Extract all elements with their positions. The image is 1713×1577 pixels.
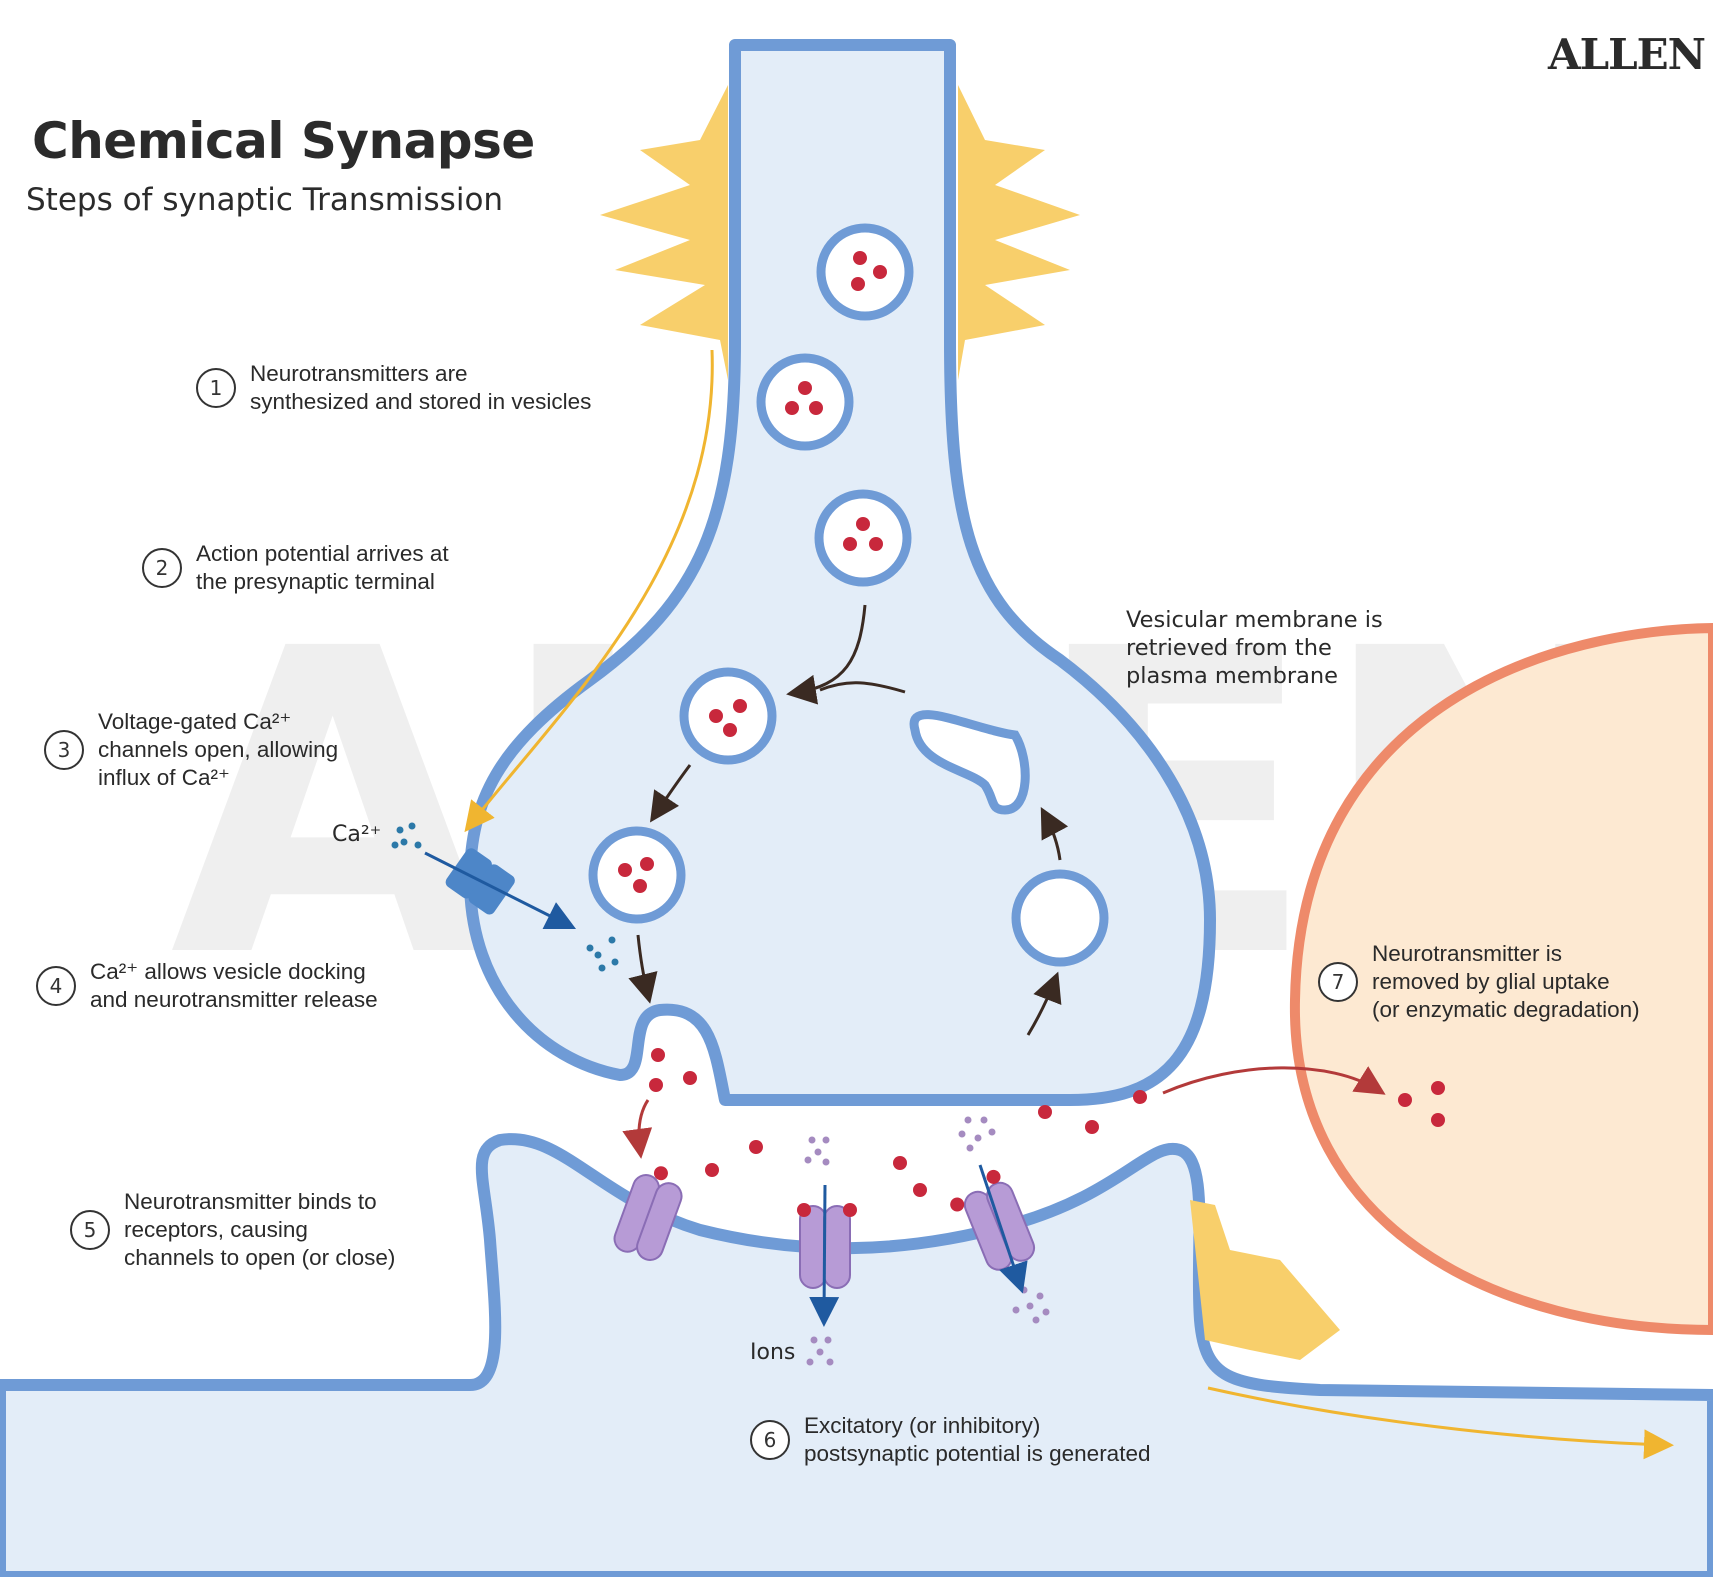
step-text: Voltage-gated Ca²⁺ channels open, allowi… (98, 709, 339, 790)
vesicle (814, 489, 912, 587)
step-number: 3 (44, 730, 84, 770)
arrow-vesicle-move (628, 934, 658, 1004)
step-4: 4 Ca²⁺ allows vesicle docking and neurot… (36, 958, 378, 1014)
neurotransmitter-cleft (649, 1048, 1147, 1197)
step-text: Ca²⁺ allows vesicle docking and neurotra… (90, 959, 378, 1012)
vesicle (816, 223, 914, 321)
page-subtitle: Steps of synaptic Transmission (26, 182, 504, 218)
postsynaptic-potential-arrow (1207, 1386, 1674, 1460)
step-2: 2 Action potential arrives at the presyn… (142, 540, 449, 596)
step-number: 7 (1318, 962, 1358, 1002)
step-7: 7 Neurotransmitter is removed by glial u… (1318, 940, 1640, 1024)
step-6: 6 Excitatory (or inhibitory) postsynapti… (750, 1412, 1150, 1468)
ion-flow-arrow (809, 1184, 840, 1327)
neurotransmitter-uptake (1398, 1081, 1445, 1127)
retrieval-note: Vesicular membrane is retrieved from the… (1126, 607, 1383, 689)
ion-flow-arrow (978, 1164, 1028, 1294)
glial-uptake-arrow (1162, 1066, 1386, 1095)
step-1: 1 Neurotransmitters are synthesized and … (196, 360, 591, 416)
receptor-right (950, 1169, 1036, 1271)
calcium-ions-inside (586, 936, 619, 972)
step-number: 4 (36, 966, 76, 1006)
step-text: Excitatory (or inhibitory) postsynaptic … (804, 1413, 1151, 1466)
step-text: Neurotransmitter is removed by glial upt… (1372, 941, 1640, 1022)
ions-label: Ions (750, 1340, 796, 1365)
step-text: Neurotransmitter binds to receptors, cau… (124, 1189, 396, 1270)
arrow-vesicle-move (650, 764, 692, 823)
action-potential-arrow (464, 349, 714, 833)
arrow-vesicle-move (1040, 807, 1069, 861)
ions-cleft (804, 1116, 996, 1166)
glial-cell (1289, 622, 1713, 1336)
vesicle (588, 826, 686, 924)
retrieved-membrane (909, 710, 1030, 815)
recycled-vesicle (1011, 869, 1109, 967)
vesicle (679, 667, 777, 765)
calcium-influx-arrow (424, 851, 577, 930)
step-number: 2 (142, 548, 182, 588)
calcium-ions-outside (391, 822, 422, 849)
arrow-vesicle-move (1026, 971, 1062, 1036)
page-title: Chemical Synapse (32, 112, 535, 170)
arrow-vesicle-move (786, 604, 867, 705)
action-potential-burst-right (958, 85, 1080, 380)
vesicle (756, 353, 854, 451)
brand-logo: ALLEN (1548, 30, 1706, 79)
arrow-vesicle-move (819, 681, 906, 694)
step-3: 3 Voltage-gated Ca²⁺ channels open, allo… (44, 708, 338, 792)
step-number: 1 (196, 368, 236, 408)
postsynaptic-neuron (0, 1133, 1713, 1577)
action-potential-burst-left (600, 85, 728, 380)
ions-inside (806, 1286, 1050, 1366)
binding-arrow (622, 1099, 653, 1159)
step-text: Neurotransmitters are synthesized and st… (250, 361, 592, 414)
step-number: 5 (70, 1210, 110, 1250)
step-5: 5 Neurotransmitter binds to receptors, c… (70, 1188, 395, 1272)
receptor-left (613, 1166, 683, 1261)
receptor-middle (797, 1203, 857, 1289)
postsynaptic-potential-burst (1190, 1200, 1340, 1360)
step-text: Action potential arrives at the presynap… (196, 541, 449, 594)
step-number: 6 (750, 1420, 790, 1460)
calcium-label: Ca²⁺ (332, 822, 382, 847)
